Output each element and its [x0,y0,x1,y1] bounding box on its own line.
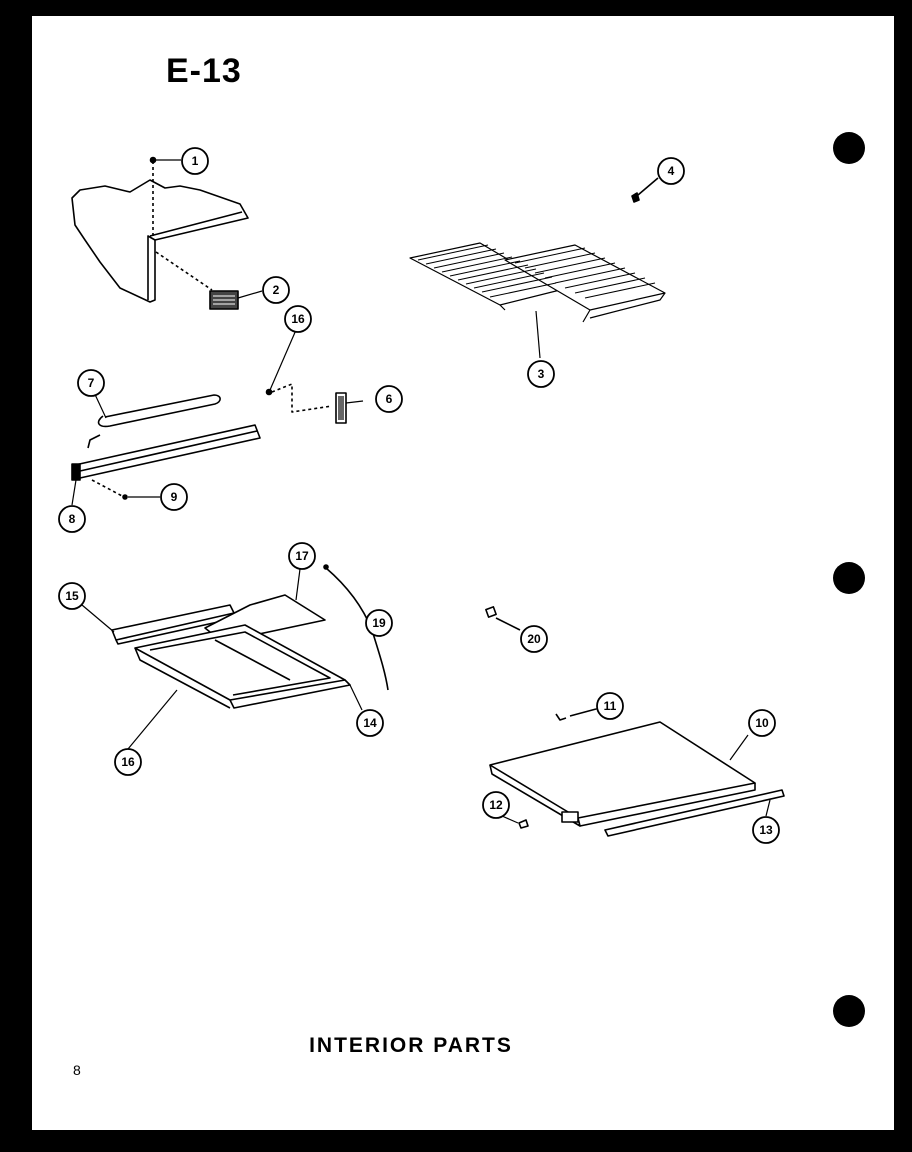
callout-9-label: 9 [171,490,178,504]
callout-8 [58,505,86,533]
binder-hole [833,132,865,164]
callout-6 [375,385,403,413]
callout-3-label: 3 [538,367,545,381]
binder-hole [833,995,865,1027]
callout-19-label: 19 [372,616,386,630]
callout-11-label: 11 [604,699,617,713]
callout-11 [596,692,624,720]
shelf-rail-part [71,424,261,500]
callout-7 [77,369,105,397]
callout-1-label: 1 [192,154,199,168]
trim-strip-part [97,394,221,428]
callout-14-label: 14 [363,716,377,730]
callout-4 [657,157,685,185]
callout-16a-label: 16 [291,312,305,326]
callout-3 [527,360,555,388]
callout-20 [520,625,548,653]
callout-13-label: 13 [759,823,773,837]
callout-17 [288,542,316,570]
bracket-part [265,383,347,424]
callout-20-label: 20 [527,632,541,646]
vent-grille-part [209,290,239,310]
callout-17-label: 17 [295,549,309,563]
callout-8-label: 8 [69,512,76,526]
callout-16a [284,305,312,333]
leader-lines [71,159,771,824]
callout-10-label: 10 [755,716,769,730]
callout-15-label: 15 [65,589,79,603]
callout-15 [58,582,86,610]
callout-2-label: 2 [273,283,280,297]
callout-14 [356,709,384,737]
crisper-cover-part [111,564,389,709]
callout-16b-label: 16 [121,755,135,769]
callout-12-label: 12 [489,798,503,812]
page-number: 8 [73,1062,81,1078]
wire-shelf-part [409,242,666,359]
binder-hole [833,562,865,594]
callout-19 [365,609,393,637]
callout-6-label: 6 [386,392,393,406]
callout-10 [748,709,776,737]
callout-16b [114,748,142,776]
callout-13 [752,816,780,844]
shelf-clip-part [631,177,659,203]
callout-7-label: 7 [88,376,95,390]
callout-4-label: 4 [668,164,675,178]
diagram-caption: INTERIOR PARTS [309,1034,513,1057]
glass-shelf-part [489,708,785,837]
callout-2 [262,276,290,304]
cabinet-liner-part [71,156,249,303]
callout-12 [482,791,510,819]
callout-1 [181,147,209,175]
diagram-title: E-13 [166,52,242,90]
small-clip-part [485,606,521,631]
callout-9 [160,483,188,511]
